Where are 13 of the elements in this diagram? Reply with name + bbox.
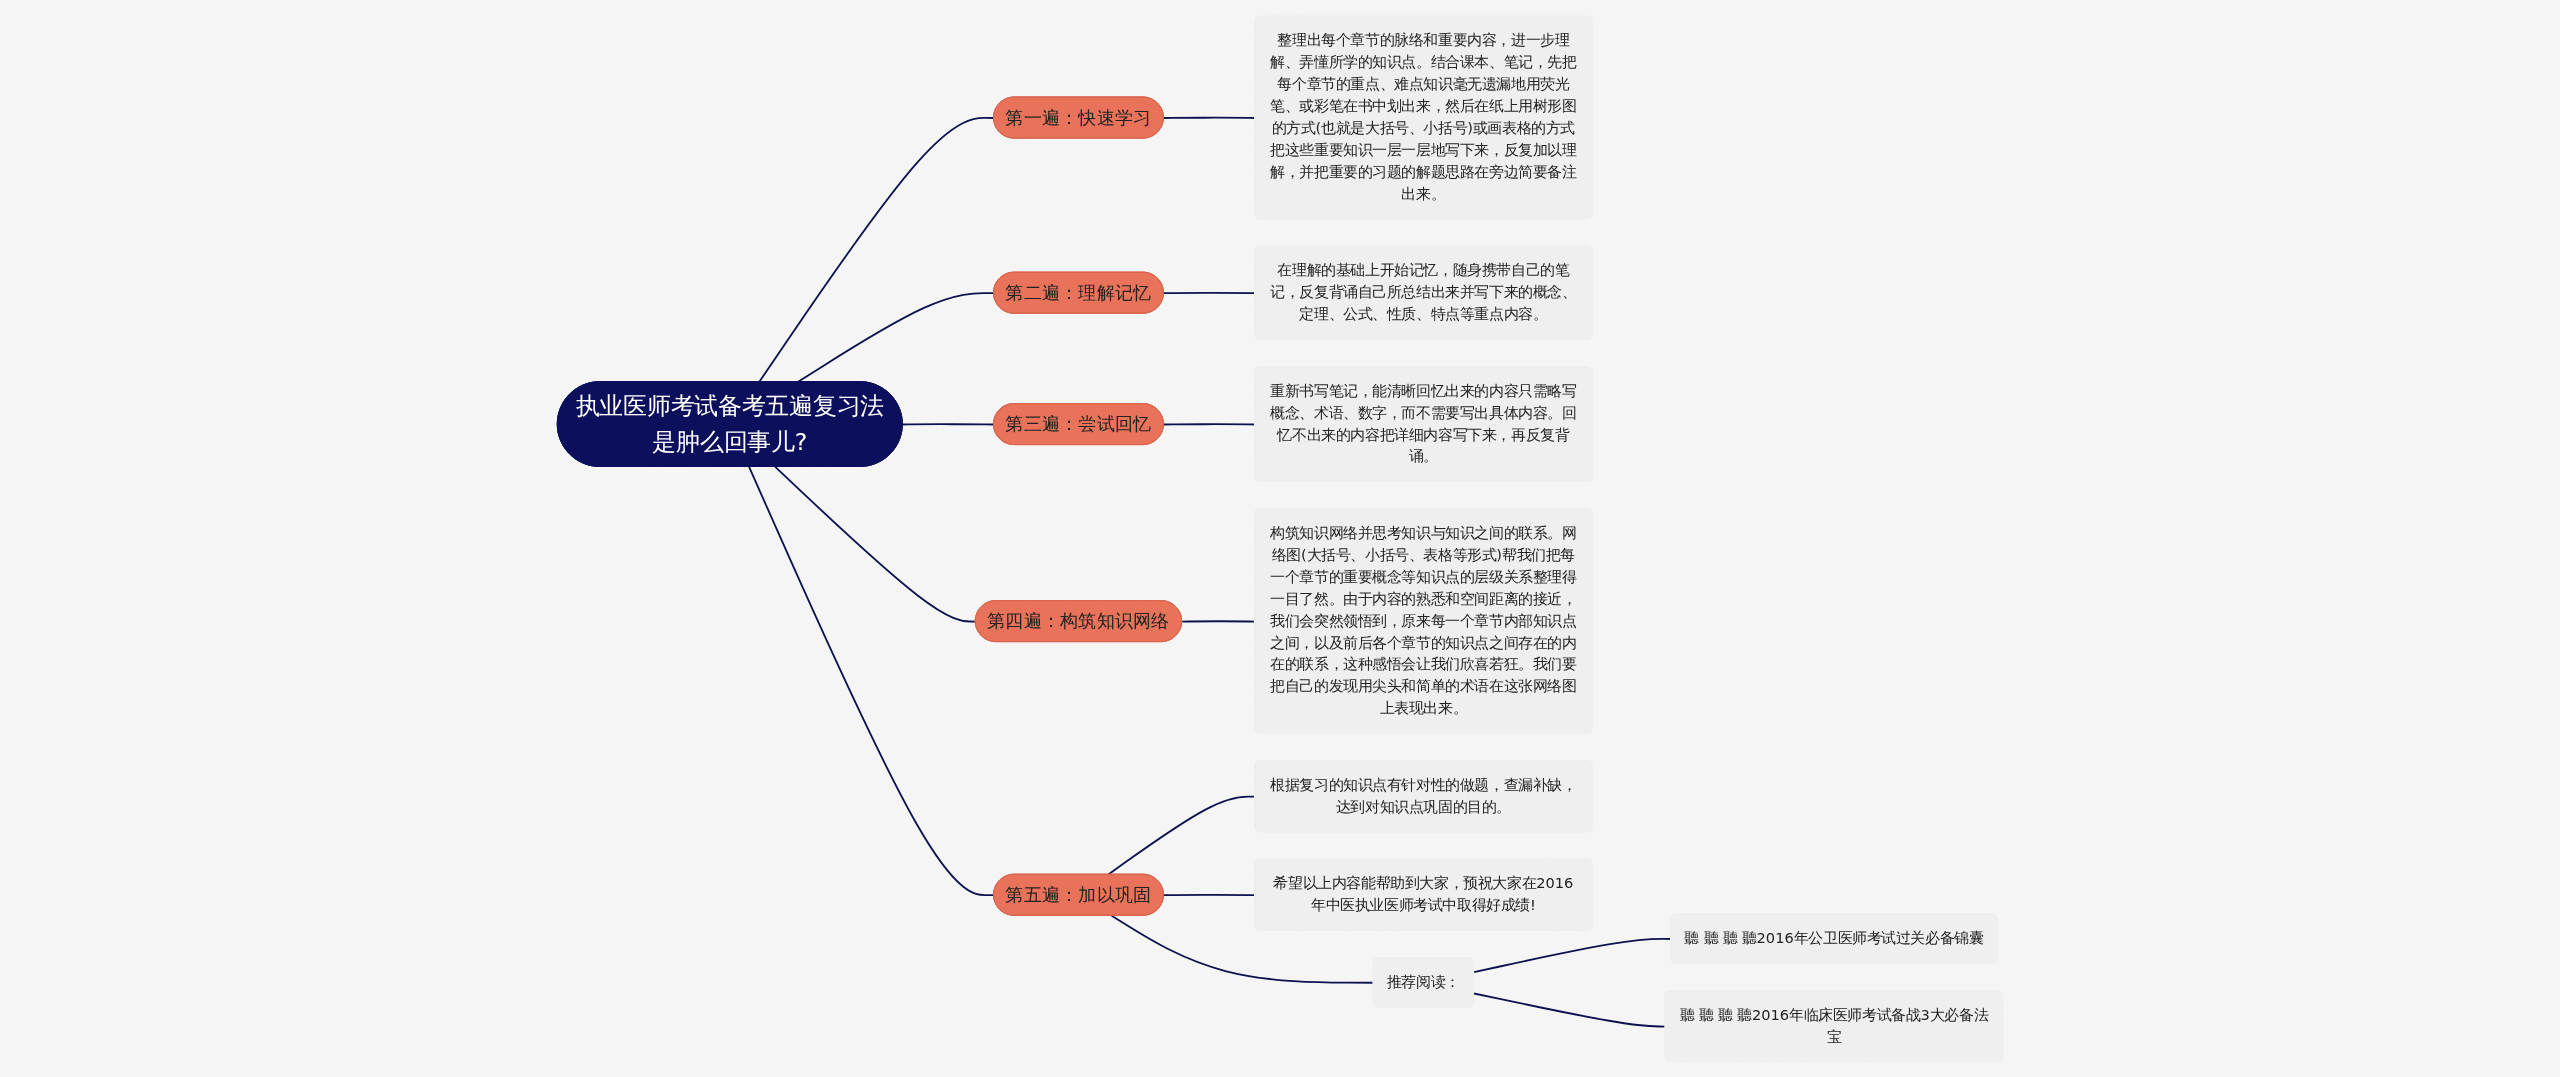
- connector: [1110, 914, 1375, 984]
- connector: [758, 116, 995, 383]
- connector: [1163, 291, 1256, 294]
- connector: [1473, 992, 1667, 1027]
- connector: [901, 422, 995, 425]
- connector: [1473, 937, 1672, 973]
- connector: [796, 291, 995, 383]
- connector: [1163, 893, 1256, 896]
- connector: [1181, 619, 1256, 622]
- connector: [748, 465, 995, 896]
- connector: [774, 465, 977, 622]
- connector: [1163, 422, 1256, 425]
- connector: [1163, 116, 1256, 119]
